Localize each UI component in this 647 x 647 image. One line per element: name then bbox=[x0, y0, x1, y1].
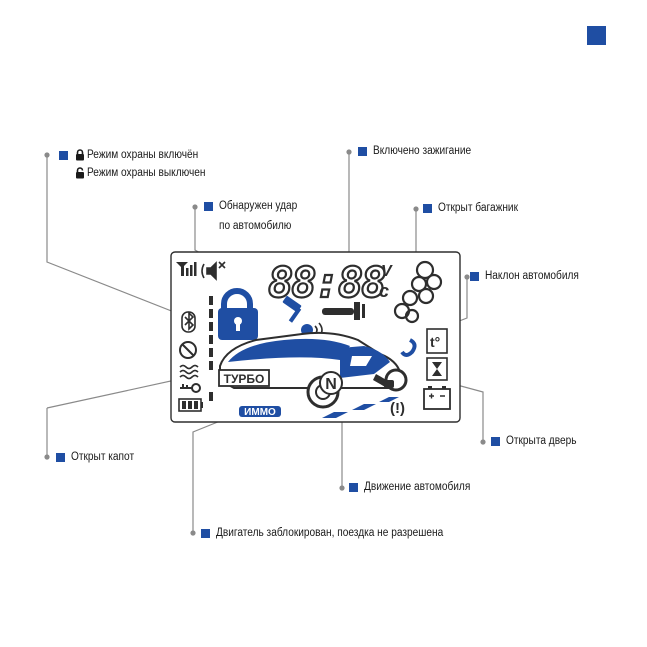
trunk-hook-icon bbox=[400, 338, 417, 357]
leader-dots bbox=[44, 149, 486, 536]
tilt-thermometer-icon: t° bbox=[426, 328, 448, 354]
hood-marker bbox=[56, 453, 65, 462]
leader-immo bbox=[192, 412, 241, 533]
turbo-text: ТУРБО bbox=[224, 372, 265, 386]
immobilizer-marker bbox=[201, 529, 210, 538]
shock-label-line2: по автомобилю bbox=[219, 220, 292, 232]
trunk-marker bbox=[423, 204, 432, 213]
door-hand-icon bbox=[373, 374, 394, 388]
temp-symbol: t° bbox=[430, 334, 440, 350]
hourglass-icon bbox=[426, 357, 448, 381]
warning-indicator: (!) bbox=[390, 400, 405, 417]
motion-road bbox=[322, 397, 399, 418]
shock-label-line1: Обнаружен удар bbox=[219, 200, 298, 212]
battery-icon bbox=[178, 398, 203, 412]
gear-indicator: N bbox=[319, 371, 343, 395]
guard-on-marker bbox=[59, 151, 68, 160]
dashed-divider bbox=[209, 296, 213, 401]
smoke-icon bbox=[393, 260, 443, 324]
motion-marker bbox=[349, 483, 358, 492]
turbo-badge: ТУРБО bbox=[218, 369, 270, 387]
antenna-signal-icon bbox=[176, 262, 197, 276]
door-marker bbox=[491, 437, 500, 446]
shock-marker bbox=[204, 202, 213, 211]
door-label: Открыта дверь bbox=[506, 435, 577, 447]
small-locked-padlock-icon bbox=[76, 149, 84, 161]
mute-icon bbox=[201, 261, 226, 281]
trunk-label: Открыт багажник bbox=[438, 202, 519, 214]
voltage-unit: V bbox=[381, 263, 393, 280]
tilt-marker bbox=[470, 272, 479, 281]
bluetooth-icon bbox=[181, 311, 196, 333]
immo-text: ИММО bbox=[244, 407, 276, 418]
heater-icon bbox=[179, 364, 199, 380]
seconds-unit: c bbox=[379, 281, 389, 301]
small-unlocked-padlock-icon bbox=[76, 167, 84, 179]
guard-on-label: Режим охраны включён bbox=[87, 149, 199, 161]
immo-badge: ИММО bbox=[239, 406, 281, 418]
ignition-label: Включено зажигание bbox=[373, 145, 472, 157]
gear-text: N bbox=[325, 376, 337, 393]
locked-padlock-icon bbox=[218, 288, 258, 340]
ignition-marker bbox=[358, 147, 367, 156]
no-engine-icon bbox=[179, 341, 197, 359]
motion-label: Движение автомобиля bbox=[364, 481, 471, 493]
hood-label: Открыт капот bbox=[71, 451, 135, 463]
immobilizer-label: Двигатель заблокирован, поездка не разре… bbox=[216, 527, 444, 539]
car-battery-icon bbox=[423, 386, 451, 410]
guard-off-label: Режим охраны выключен bbox=[87, 167, 206, 179]
tilt-label: Наклон автомобиля bbox=[485, 270, 579, 282]
wrench-icon bbox=[322, 302, 365, 320]
corner-marker bbox=[587, 26, 606, 45]
key-icon bbox=[180, 383, 201, 393]
